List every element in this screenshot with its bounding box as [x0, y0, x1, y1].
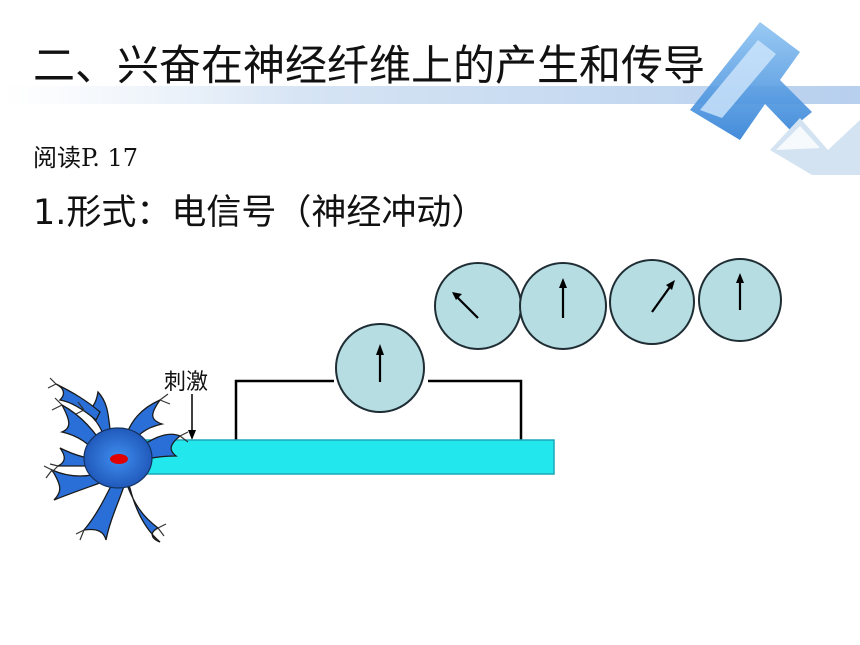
axon	[139, 439, 555, 475]
header-decoration	[0, 22, 860, 175]
galvanometer-icon	[609, 259, 695, 345]
nucleus-icon	[110, 454, 128, 464]
galvanometer-icon	[698, 258, 782, 342]
main-galvanometer-icon	[335, 323, 425, 413]
page-title: 二、兴奋在神经纤维上的产生和传导	[33, 41, 706, 90]
galvanometer-sequence	[434, 258, 782, 350]
stimulus-label: 刺激	[164, 370, 209, 395]
galvanometer-icon	[434, 262, 522, 350]
neuron-icon	[43, 377, 189, 543]
galvanometer-icon	[519, 262, 607, 350]
stimulus-arrow-icon	[188, 394, 196, 440]
point-1-text: 1.形式：电信号（神经冲动）	[33, 193, 487, 233]
circuit-wires	[234, 379, 523, 440]
reading-reference: 阅读P. 17	[33, 144, 139, 172]
